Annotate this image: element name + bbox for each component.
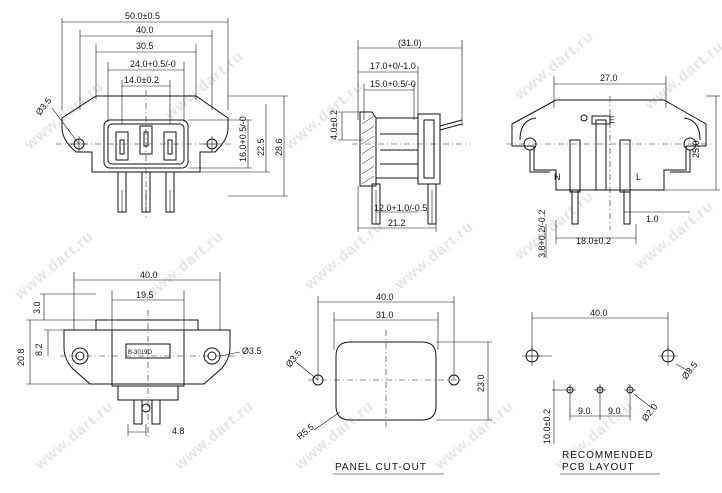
pcb-caption-line1: RECOMMENDED <box>562 450 654 461</box>
dim-depth-31: (31.0) <box>398 38 422 48</box>
top-view: 40.0 19.5 B-3019O 4.8 20.8 3.0 <box>16 270 262 440</box>
dim-depth-15: 15.0+0.5/-0 <box>370 79 416 89</box>
dim-cutout-height-23: 23.0 <box>476 374 486 392</box>
dim-pcb-pin-hole: Ø2.0 <box>640 402 660 424</box>
dim-82: 8.2 <box>34 343 44 356</box>
panel-cutout: 40.0 31.0 23.0 Ø3.5 R5.5 PANEL CUT-OUT <box>284 292 492 475</box>
pcb-caption-line2: PCB LAYOUT <box>562 462 635 473</box>
dim-pcb-hole: Ø3.5 <box>680 360 700 382</box>
dim-48: 4.8 <box>172 426 185 436</box>
watermark-text: www.dart.ru <box>631 198 717 274</box>
dim-height-22: 22.5 <box>256 138 266 156</box>
dim-depth-212: 21.2 <box>388 218 406 228</box>
dim-width-total: 50.0±0.5 <box>125 11 160 21</box>
dim-width-30: 30.5 <box>136 41 154 51</box>
dim-rear-height-25: 25.0 <box>691 140 701 158</box>
dim-cutout-width-31: 31.0 <box>376 310 394 320</box>
watermark-text: www.dart.ru <box>511 188 597 264</box>
dim-depth-12: 12.0+1.0/-0.5 <box>374 203 427 213</box>
dim-pcb-width-40: 40.0 <box>590 308 608 318</box>
dim-top-height-208: 20.8 <box>16 348 26 366</box>
watermark-text: www.dart.ru <box>11 228 97 304</box>
pcb-layout: 40.0 9.0 9.0 10.0±0.2 Ø3.5 Ø2.0 RECOMMEN… <box>522 308 700 475</box>
dim-top-hole: Ø3.5 <box>242 346 262 356</box>
dim-4: 4.0±0.2 <box>329 110 339 140</box>
dim-3: 3.0 <box>32 301 42 314</box>
cutout-caption: PANEL CUT-OUT <box>335 462 427 473</box>
side-view: (31.0) 17.0+0/-1.0 15.0+0.5/-0 4.0±0.2 <box>329 38 470 232</box>
watermark-text: www.dart.ru <box>21 78 107 154</box>
dim-width-24: 24.0+0.5/-0 <box>130 59 176 69</box>
pin-earth-label: E <box>609 115 615 125</box>
dim-top-width-40: 40.0 <box>140 270 158 280</box>
dim-width-40: 40.0 <box>136 25 154 35</box>
dim-pcb-9a: 9.0 <box>578 406 591 416</box>
dim-height-16: 16.0+0.5/-0 <box>238 116 248 162</box>
dim-38: 3.8+0.2/-0.2 <box>537 210 547 258</box>
dim-pcb-9b: 9.0 <box>608 406 621 416</box>
dim-rear-width-27: 27.0 <box>600 73 618 83</box>
watermark-text: www.dart.ru <box>301 218 387 294</box>
watermark-text: www.dart.ru <box>391 218 477 294</box>
pin-neutral-label: N <box>554 172 561 182</box>
part-label: B-3019O <box>128 350 152 356</box>
watermark-text: www.dart.ru <box>31 398 117 474</box>
rear-view: 27.0 E N L 25.0 1.0 18.0±0.2 <box>506 73 720 258</box>
watermark-text: www.dart.ru <box>641 38 722 114</box>
dim-1: 1.0 <box>646 214 659 224</box>
dim-width-14: 14.0±0.2 <box>124 75 159 85</box>
dim-height-28: 28.6 <box>274 138 284 156</box>
watermark-text: www.dart.ru <box>281 78 367 154</box>
dim-depth-17: 17.0+0/-1.0 <box>370 61 416 71</box>
dim-cutout-radius: R5.5 <box>295 422 316 442</box>
watermark-text: www.dart.ru <box>431 398 517 474</box>
dim-pcb-10: 10.0±0.2 <box>542 409 552 444</box>
dim-18: 18.0±0.2 <box>576 236 611 246</box>
dim-hole-diameter: Ø3.5 <box>34 96 54 118</box>
pin-live-label: L <box>636 172 641 182</box>
dim-cutout-width-40: 40.0 <box>376 292 394 302</box>
dim-top-width-195: 19.5 <box>136 290 154 300</box>
